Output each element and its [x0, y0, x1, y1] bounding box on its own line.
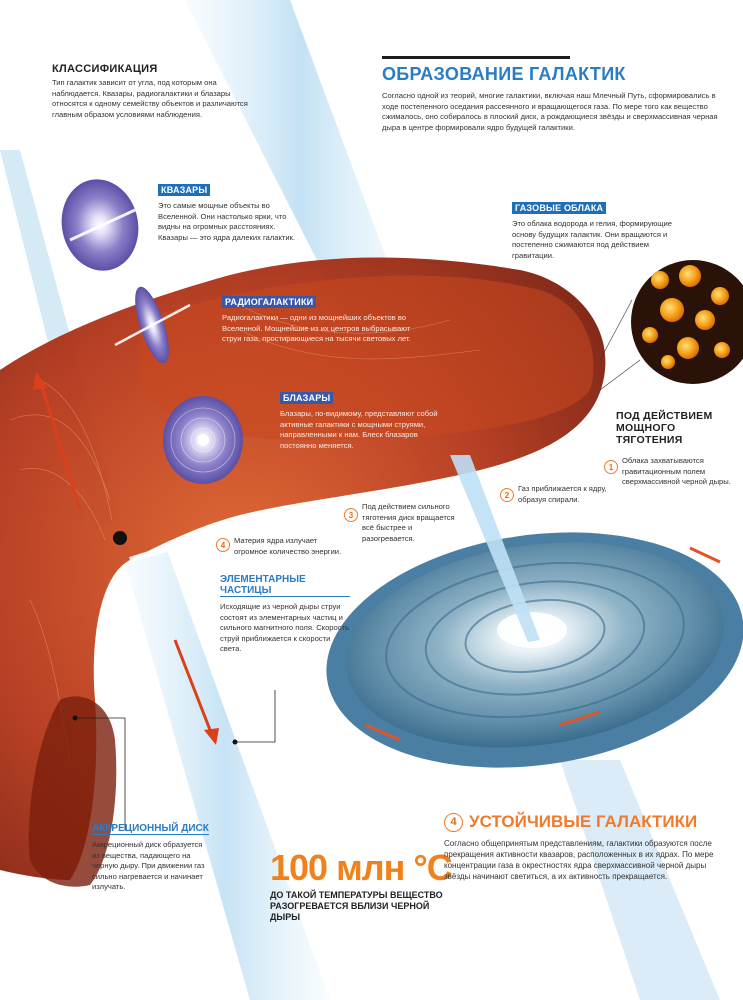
classification-heading: Классификация: [52, 63, 158, 75]
gravity-section: Под действием мощного тяготения: [616, 410, 736, 446]
step-4-text: Материя ядра излучает огромное количеств…: [234, 536, 342, 556]
step-2-text: Газ приближается к ядру, образуя спирали…: [518, 484, 607, 504]
step-1-marker: 1: [604, 460, 618, 474]
gas-clouds-section: Газовые облака Это облака водорода и гел…: [512, 198, 692, 261]
blazars-label: Блазары: [280, 392, 334, 404]
formation-body: Согласно одной из теорий, многие галакти…: [382, 91, 718, 132]
particles-label: Элементарные частицы: [220, 574, 350, 597]
particles-section: Элементарные частицы Исходящие из черной…: [220, 574, 350, 655]
formation-title: Образование галактик: [382, 64, 626, 84]
gravity-heading: Под действием мощного тяготения: [616, 410, 713, 446]
step-4-marker: 4: [216, 538, 230, 552]
stable-step-marker: 4: [444, 812, 463, 832]
stable-galaxies-section: 4 Устойчивые галактики Согласно общеприн…: [444, 812, 734, 882]
step-3-text: Под действием сильного тяготения диск вр…: [362, 502, 455, 543]
stable-galaxies-title: Устойчивые галактики: [469, 812, 698, 831]
gas-clouds-body: Это облака водорода и гелия, формирующие…: [512, 219, 673, 260]
radiogalaxies-label: Радиогалактики: [222, 296, 317, 308]
accretion-label: Аккреционный диск: [92, 823, 209, 835]
blazars-body: Блазары, по-видимому, представляют собой…: [280, 409, 438, 450]
quasars-label: Квазары: [158, 184, 211, 196]
formation-section: Образование галактик Согласно одной из т…: [382, 64, 722, 133]
temperature-section: 100 млн °С до такой температуры вещество…: [270, 850, 470, 923]
classification-body: Тип галактик зависит от угла, под которы…: [52, 78, 248, 119]
step-2-marker: 2: [500, 488, 514, 502]
quasars-section: Квазары Это самые мощные объекты во Всел…: [158, 180, 298, 243]
step-3-marker: 3: [344, 508, 358, 522]
accretion-section: Аккреционный диск Аккреционный диск обра…: [92, 818, 210, 893]
gas-clouds-label: Газовые облака: [512, 202, 607, 214]
temperature-value: 100 млн °С: [270, 847, 453, 888]
quasars-body: Это самые мощные объекты во Вселенной. О…: [158, 201, 296, 242]
radiogalaxies-section: Радиогалактики Радиогалактики — одни из …: [222, 292, 422, 345]
particles-body: Исходящие из черной дыры струи состоят и…: [220, 602, 349, 653]
accretion-body: Аккреционный диск образуется из вещества…: [92, 840, 205, 891]
temperature-caption: до такой температуры вещество разогревае…: [270, 890, 443, 922]
radiogalaxies-body: Радиогалактики — одни из мощнейших объек…: [222, 313, 411, 343]
blazars-section: Блазары Блазары, по-видимому, представля…: [280, 388, 440, 451]
stable-galaxies-body: Согласно общепринятым представлениям, га…: [444, 839, 714, 881]
classification-section: Классификация Тип галактик зависит от уг…: [52, 63, 262, 120]
step-1-text: Облака захватываются гравитационным поле…: [622, 456, 731, 486]
